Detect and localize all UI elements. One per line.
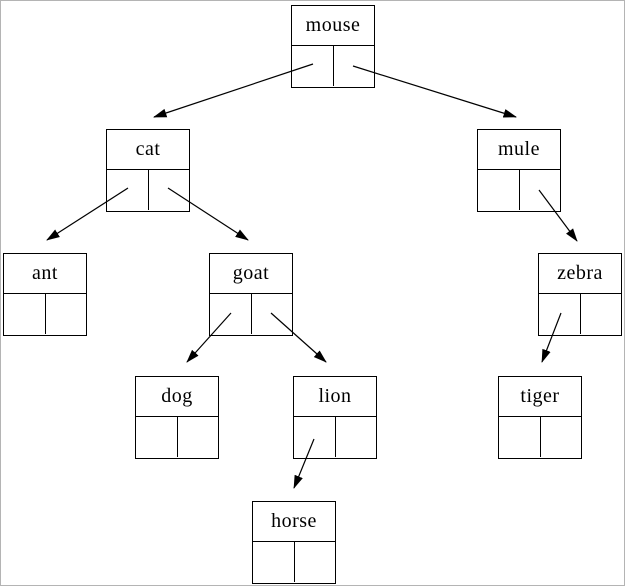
right-pointer-cell [149, 170, 190, 210]
node-label: tiger [499, 377, 581, 417]
right-pointer-cell [336, 417, 377, 457]
right-pointer-cell [541, 417, 582, 457]
tree-node-tiger: tiger [498, 376, 582, 459]
right-pointer-cell [581, 294, 622, 334]
left-pointer-cell [136, 417, 178, 457]
node-label: zebra [539, 254, 621, 294]
left-pointer-cell [539, 294, 581, 334]
right-pointer-cell [334, 46, 375, 86]
left-pointer-cell [478, 170, 520, 210]
node-label: horse [253, 502, 335, 542]
pointer-cells [478, 170, 560, 210]
tree-node-horse: horse [252, 501, 336, 584]
node-label: lion [294, 377, 376, 417]
pointer-cells [4, 294, 86, 334]
node-label: mule [478, 130, 560, 170]
tree-node-dog: dog [135, 376, 219, 459]
pointer-cells [136, 417, 218, 457]
left-pointer-cell [294, 417, 336, 457]
node-label: cat [107, 130, 189, 170]
left-pointer-cell [210, 294, 252, 334]
pointer-cells [253, 542, 335, 582]
tree-node-zebra: zebra [538, 253, 622, 336]
node-label: ant [4, 254, 86, 294]
pointer-cells [210, 294, 292, 334]
pointer-cells [294, 417, 376, 457]
pointer-cells [292, 46, 374, 86]
left-pointer-cell [499, 417, 541, 457]
tree-node-cat: cat [106, 129, 190, 212]
right-pointer-cell [295, 542, 336, 582]
node-label: mouse [292, 6, 374, 46]
tree-node-mule: mule [477, 129, 561, 212]
node-label: dog [136, 377, 218, 417]
left-pointer-cell [253, 542, 295, 582]
right-pointer-cell [520, 170, 561, 210]
left-pointer-cell [4, 294, 46, 334]
edge-mouse-left-to-cat [153, 63, 314, 118]
left-pointer-cell [107, 170, 149, 210]
right-pointer-cell [178, 417, 219, 457]
tree-node-goat: goat [209, 253, 293, 336]
pointer-cells [107, 170, 189, 210]
tree-node-mouse: mouse [291, 5, 375, 88]
tree-node-ant: ant [3, 253, 87, 336]
edge-mouse-right-to-mule [352, 65, 517, 118]
pointer-cells [539, 294, 621, 334]
left-pointer-cell [292, 46, 334, 86]
right-pointer-cell [46, 294, 87, 334]
pointer-cells [499, 417, 581, 457]
tree-node-lion: lion [293, 376, 377, 459]
node-label: goat [210, 254, 292, 294]
right-pointer-cell [252, 294, 293, 334]
